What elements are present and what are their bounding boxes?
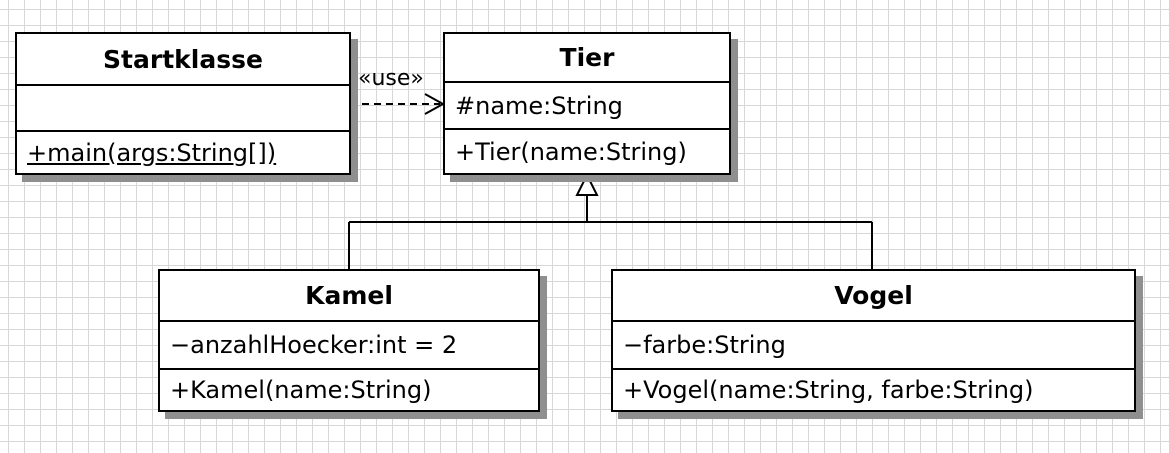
operations-section: +main(args:String[]) — [17, 130, 349, 173]
class-vogel[interactable]: Vogel −farbe:String +Vogel(name:String, … — [611, 269, 1136, 412]
attributes-section: −anzahlHoecker:int = 2 — [160, 320, 538, 368]
class-name: Tier — [559, 43, 615, 72]
operation-constructor: +Tier(name:String) — [455, 137, 687, 166]
class-name: Startklasse — [103, 44, 263, 74]
attribute-name: #name:String — [455, 91, 623, 120]
attributes-section: −farbe:String — [613, 320, 1134, 368]
generalization-triangle — [575, 172, 599, 196]
operation-main: +main(args:String[]) — [27, 138, 277, 167]
class-name: Kamel — [305, 281, 393, 310]
operations-section: +Vogel(name:String, farbe:String) — [613, 368, 1134, 410]
attributes-section: #name:String — [445, 81, 729, 128]
attributes-section — [17, 84, 349, 130]
attribute-anzahl-hoecker: −anzahlHoecker:int = 2 — [170, 331, 458, 359]
operations-section: +Kamel(name:String) — [160, 368, 538, 410]
class-startklasse[interactable]: Startklasse +main(args:String[]) — [15, 32, 351, 175]
operation-constructor: +Vogel(name:String, farbe:String) — [623, 376, 1034, 404]
class-kamel[interactable]: Kamel −anzahlHoecker:int = 2 +Kamel(name… — [158, 269, 540, 412]
attribute-farbe: −farbe:String — [623, 331, 786, 359]
class-name: Vogel — [834, 281, 913, 310]
class-tier[interactable]: Tier #name:String +Tier(name:String) — [443, 32, 731, 175]
use-stereotype-label: «use» — [358, 66, 424, 91]
operations-section: +Tier(name:String) — [445, 128, 729, 173]
operation-constructor: +Kamel(name:String) — [170, 376, 432, 404]
